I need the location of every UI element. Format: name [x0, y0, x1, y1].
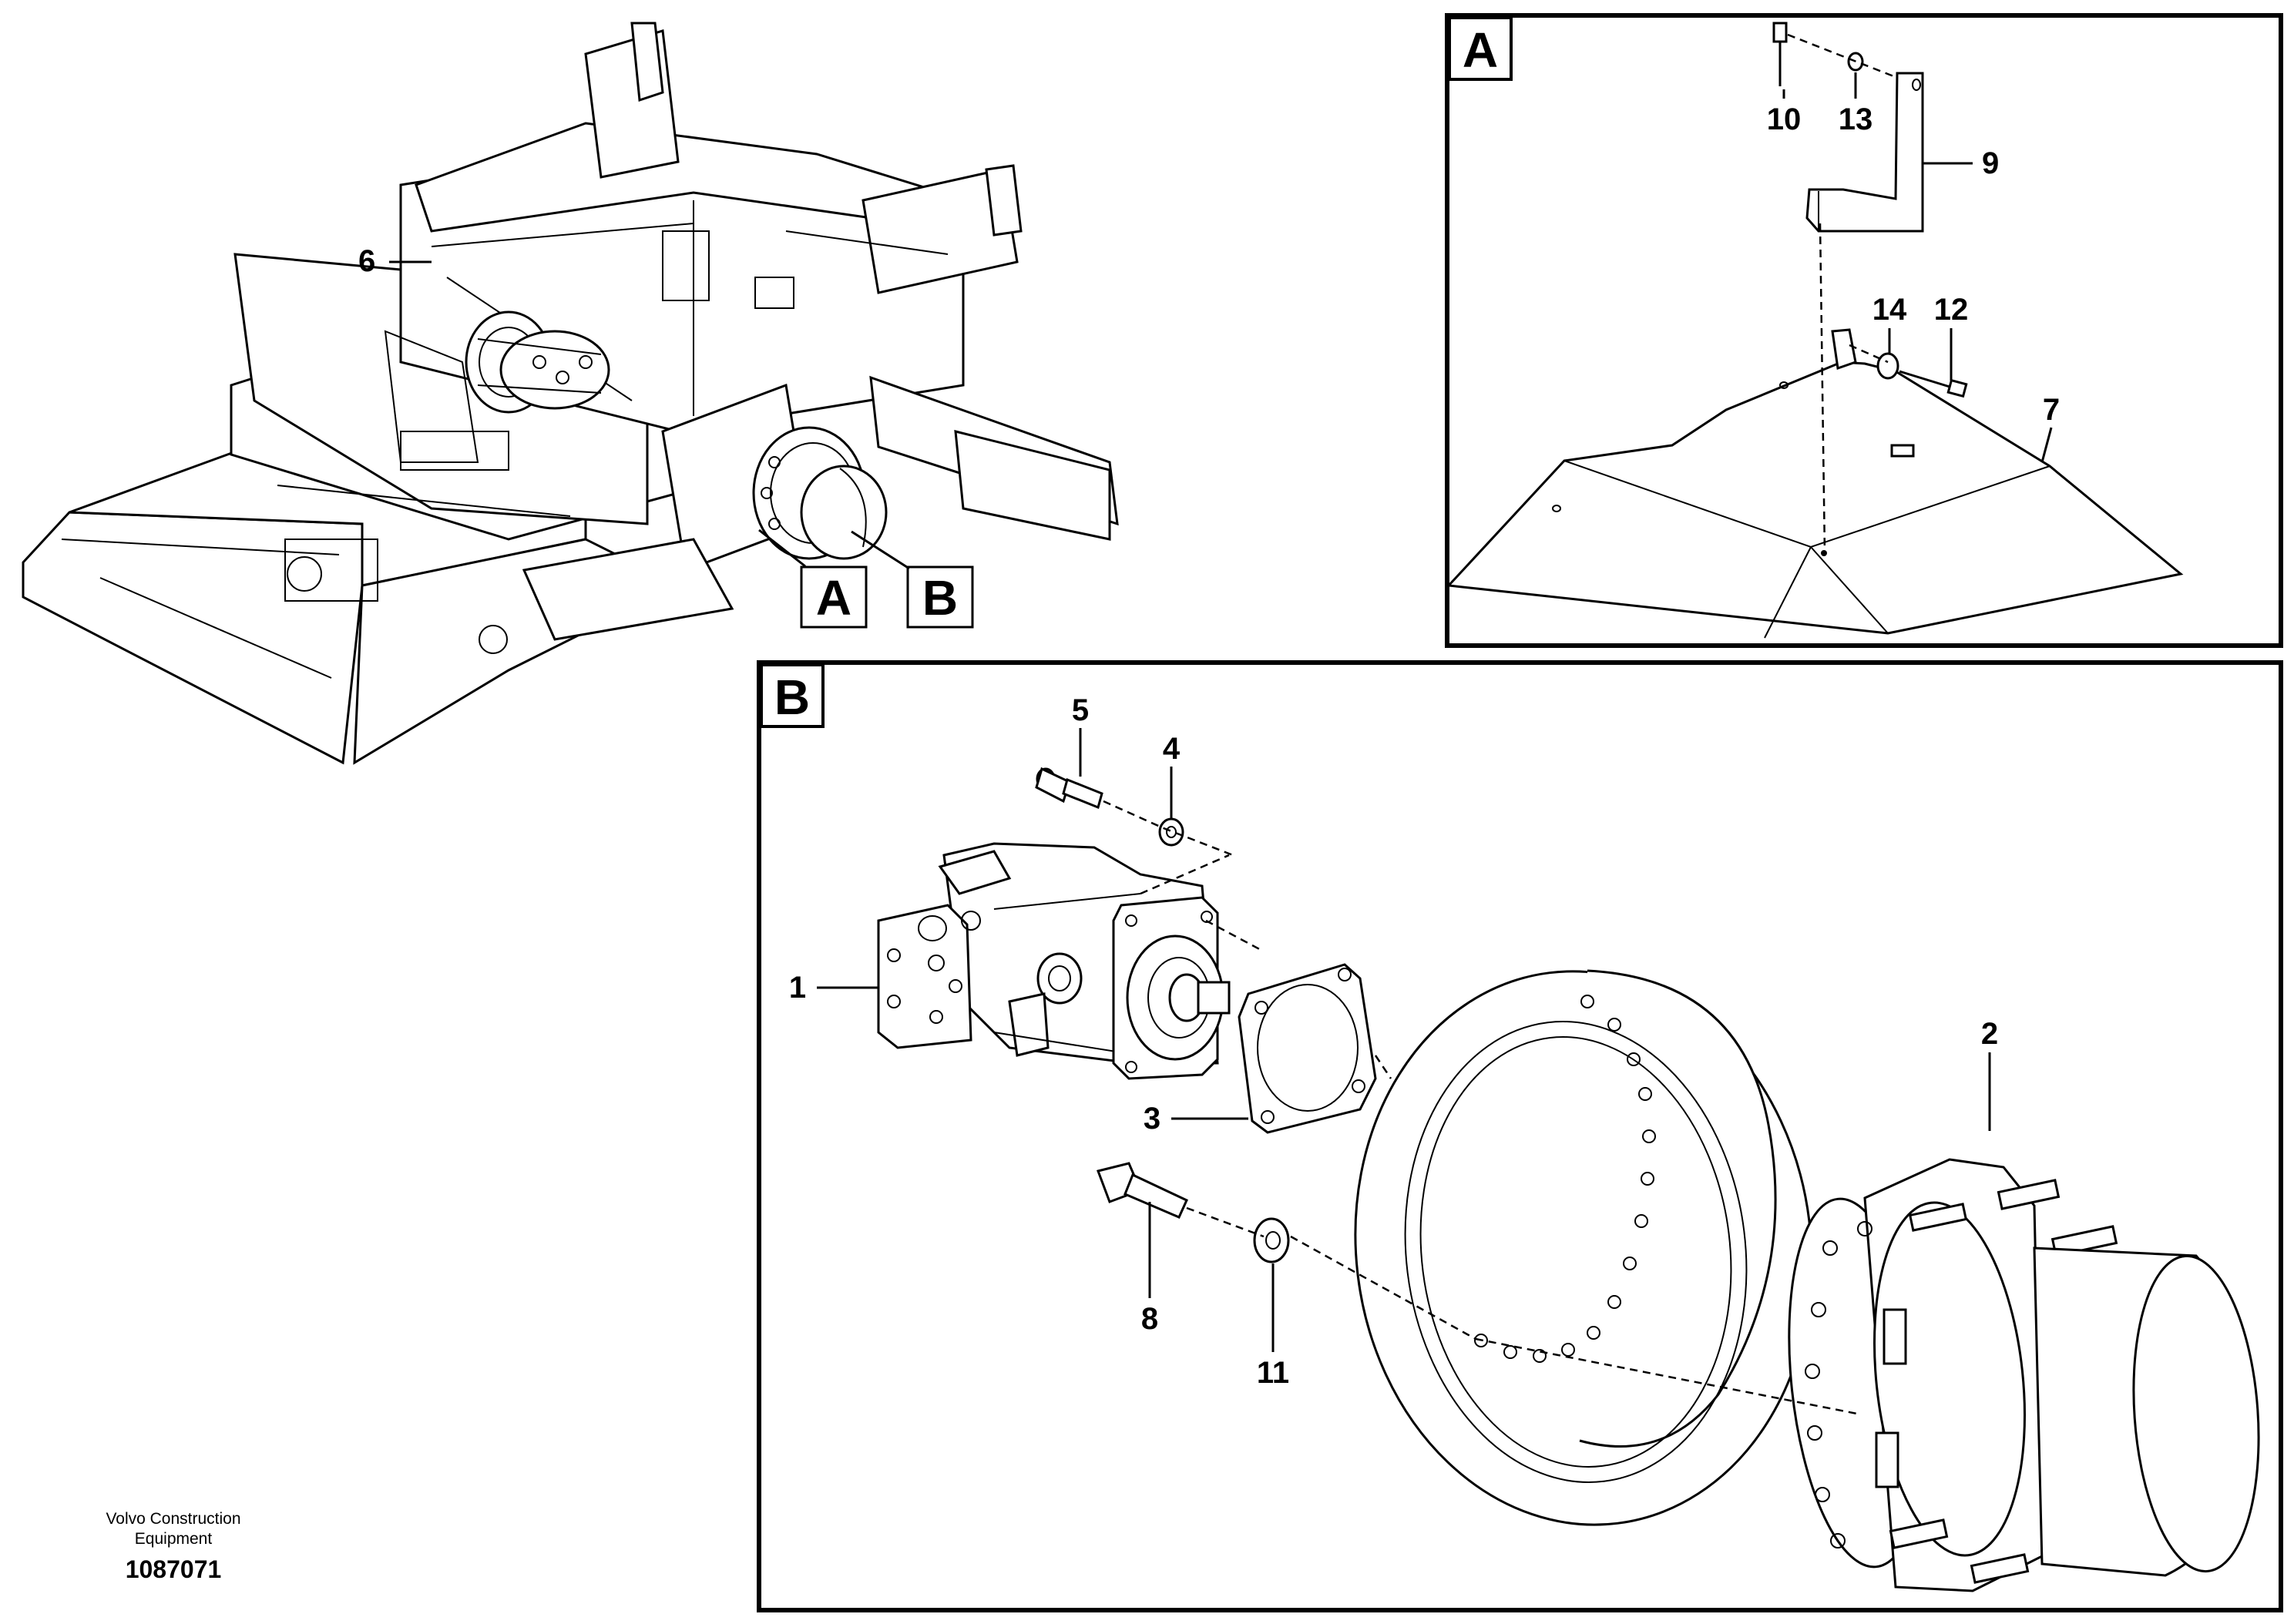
mount-clip	[1831, 328, 1857, 371]
view-tag-b-box	[906, 565, 974, 629]
callout-1: 1	[789, 971, 806, 1005]
callout-11: 11	[1257, 1356, 1289, 1390]
callout-14: 14	[1872, 293, 1907, 327]
detail-b-tag: B	[774, 669, 810, 725]
footer: Volvo Construction Equipment 1087071	[106, 1510, 240, 1583]
callout-4: 4	[1163, 732, 1181, 766]
washer-14-part	[1876, 352, 1899, 380]
callout-6: 6	[358, 244, 375, 278]
callout-5: 5	[1072, 693, 1089, 727]
frame-overview: 6 A B	[22, 22, 1119, 765]
callout-12: 12	[1934, 293, 1969, 327]
washer-4-part	[1158, 817, 1184, 847]
brand-line-2: Equipment	[135, 1530, 213, 1548]
drawing-number: 1087071	[126, 1555, 222, 1583]
bolt-8-part	[1097, 1162, 1188, 1219]
detail-a-panel: A	[1445, 13, 2283, 648]
view-tag-a: A	[816, 570, 851, 626]
washer-11-part	[1253, 1217, 1290, 1263]
view-tag-a-box	[800, 565, 868, 629]
final-drive	[1788, 1158, 2260, 1592]
callout-10: 10	[1767, 102, 1802, 136]
callout-7: 7	[2043, 393, 2060, 427]
callout-9: 9	[1982, 146, 1999, 180]
bolt-10-part	[1772, 22, 1788, 86]
callout-8: 8	[1141, 1302, 1158, 1336]
bracket	[1805, 72, 1924, 233]
rear-drive-hub	[465, 310, 610, 414]
cover-plate	[1446, 361, 2184, 639]
gasket	[1238, 963, 1377, 1134]
bolt-5-part	[1035, 767, 1103, 810]
hydraulic-motor	[877, 842, 1231, 1080]
callout-3: 3	[1144, 1102, 1160, 1136]
detail-b-panel: B	[757, 660, 2283, 1612]
drum-ring	[1354, 969, 1813, 1526]
front-drive-hub	[752, 426, 888, 560]
callout-13: 13	[1839, 102, 1873, 136]
bolt-12-part	[1899, 370, 1968, 398]
callout-2: 2	[1981, 1017, 1998, 1051]
view-tag-b: B	[922, 570, 958, 626]
detail-a-tag: A	[1463, 22, 1498, 78]
brand-line-1: Volvo Construction	[106, 1510, 240, 1528]
